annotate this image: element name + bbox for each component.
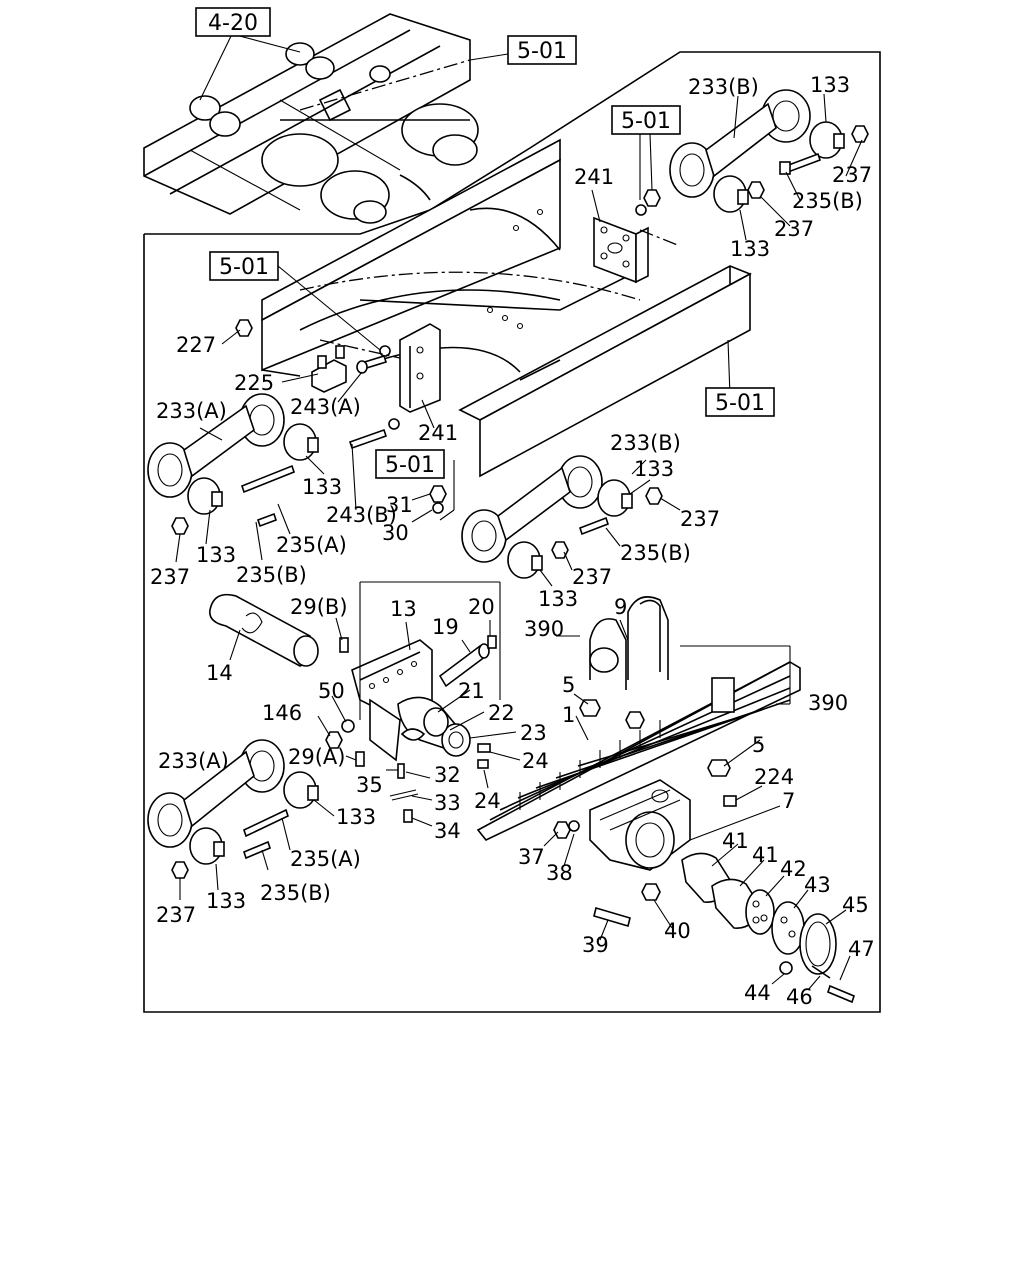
label-32: 32 — [434, 763, 461, 787]
label-43: 43 — [804, 873, 831, 897]
label-233b-top: 233(B) — [688, 75, 759, 99]
label-237-top2: 237 — [774, 217, 814, 241]
label-235a-left: 235(A) — [276, 533, 347, 557]
label-233a-1: 233(A) — [156, 399, 227, 423]
label-235b-left: 235(B) — [236, 563, 307, 587]
label-7: 7 — [782, 789, 795, 813]
leaf-spring-assembly — [476, 596, 801, 841]
label-33: 33 — [434, 791, 461, 815]
torque-rod-233b-upper — [669, 89, 869, 213]
label-237-left: 237 — [150, 565, 190, 589]
svg-text:5-01: 5-01 — [621, 109, 671, 134]
label-237-low: 237 — [156, 903, 196, 927]
label-133-a1: 133 — [302, 475, 342, 499]
label-35: 35 — [356, 773, 383, 797]
ref-box-5-01-upper: 5-01 — [611, 105, 681, 135]
label-13: 13 — [390, 597, 417, 621]
torque-rod-233a-lower — [147, 739, 319, 879]
label-38: 38 — [546, 861, 573, 885]
label-224: 224 — [754, 765, 794, 789]
label-237-mid2: 237 — [572, 565, 612, 589]
label-39: 39 — [582, 933, 609, 957]
frame-rail-assembly — [261, 138, 752, 478]
label-22: 22 — [488, 701, 515, 725]
label-133-low2: 133 — [206, 889, 246, 913]
label-5b: 5 — [752, 733, 765, 757]
label-14: 14 — [206, 661, 233, 685]
label-47: 47 — [848, 937, 875, 961]
label-37: 37 — [518, 845, 545, 869]
label-24b: 24 — [474, 789, 501, 813]
ref-box-5-01-left: 5-01 — [209, 251, 279, 281]
label-233b-mid: 233(B) — [610, 431, 681, 455]
label-24a: 24 — [522, 749, 549, 773]
label-30: 30 — [382, 521, 409, 545]
label-46: 46 — [786, 985, 813, 1009]
label-235b-top: 235(B) — [792, 189, 863, 213]
ref-box-5-01-right: 5-01 — [705, 387, 775, 417]
label-146: 146 — [262, 701, 302, 725]
svg-text:5-01: 5-01 — [715, 391, 765, 416]
ref-box-5-01-mid: 5-01 — [375, 449, 445, 479]
label-50: 50 — [318, 679, 345, 703]
torque-rod-233b-mid — [461, 455, 663, 579]
spring-seat-hub-assembly — [553, 779, 855, 1004]
bracket-241-upper — [593, 189, 681, 284]
label-235b-low: 235(B) — [260, 881, 331, 905]
label-235b-mid: 235(B) — [620, 541, 691, 565]
label-44: 44 — [744, 981, 771, 1005]
svg-text:5-01: 5-01 — [385, 453, 435, 478]
torque-rod-233a-upper — [147, 393, 319, 535]
label-133-low: 133 — [336, 805, 376, 829]
label-390-a: 390 — [524, 617, 564, 641]
label-133-top2: 133 — [730, 237, 770, 261]
label-390-b: 390 — [808, 691, 848, 715]
label-5a: 5 — [562, 673, 575, 697]
svg-text:5-01: 5-01 — [517, 39, 567, 64]
label-1: 1 — [562, 703, 575, 727]
label-9: 9 — [614, 595, 627, 619]
label-235a-low: 235(A) — [290, 847, 361, 871]
label-133-mid: 133 — [634, 457, 674, 481]
label-29a: 29(A) — [288, 745, 345, 769]
label-41b: 41 — [752, 843, 779, 867]
label-20: 20 — [468, 595, 495, 619]
label-19: 19 — [432, 615, 459, 639]
label-237-top: 237 — [832, 163, 872, 187]
label-241-mid: 241 — [418, 421, 458, 445]
label-40: 40 — [664, 919, 691, 943]
label-225: 225 — [234, 371, 274, 395]
label-243a: 243(A) — [290, 395, 361, 419]
label-45: 45 — [842, 893, 869, 917]
label-133-mid2: 133 — [538, 587, 578, 611]
label-133-top: 133 — [810, 73, 850, 97]
svg-text:5-01: 5-01 — [219, 255, 269, 280]
part-labels: 233(B) 133 237 235(B) 237 133 241 227 22… — [150, 73, 875, 1009]
label-237-mid: 237 — [680, 507, 720, 531]
label-233a-2: 233(A) — [158, 749, 229, 773]
trunnion-shaft-assembly — [209, 593, 497, 823]
label-243b: 243(B) — [326, 503, 397, 527]
label-23: 23 — [520, 721, 547, 745]
label-227: 227 — [176, 333, 216, 357]
label-34: 34 — [434, 819, 461, 843]
ref-box-5-01-top: 5-01 — [507, 35, 577, 65]
label-241-top: 241 — [574, 165, 614, 189]
ref-box-4-20: 4-20 — [195, 7, 271, 37]
diagram-frame — [143, 51, 881, 1013]
label-21: 21 — [458, 679, 485, 703]
leader-lines — [175, 33, 863, 991]
svg-text:4-20: 4-20 — [208, 11, 258, 36]
label-29b: 29(B) — [290, 595, 348, 619]
label-42: 42 — [780, 857, 807, 881]
label-31: 31 — [386, 493, 413, 517]
chassis-overview-inset — [143, 13, 479, 224]
bracket-241-mid — [235, 319, 447, 514]
label-41a: 41 — [722, 829, 749, 853]
label-133-left: 133 — [196, 543, 236, 567]
